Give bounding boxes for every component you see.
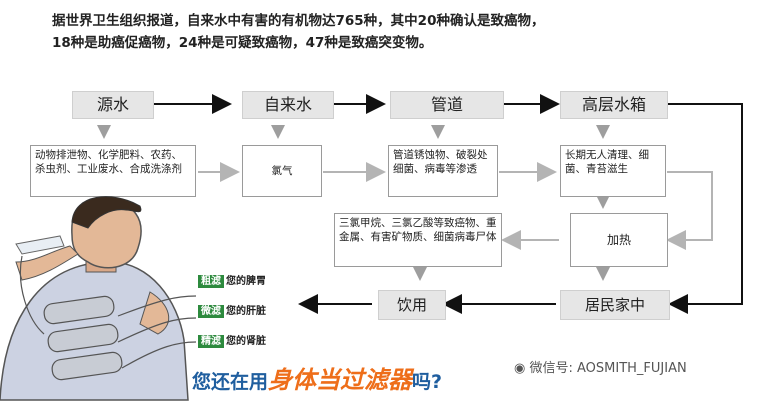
stage-drink: 饮用 [378,290,446,320]
boiling-byproducts: 三氯甲烷、三氯乙酸等致癌物、重金属、有害矿物质、细菌病毒尸体 [334,213,502,267]
intro-line-1: 据世界卫生组织报道，自来水中有害的有机物达765种，其中20种确认是致癌物， [52,13,545,29]
slogan-post: 吗? [412,371,443,393]
stage-pipe: 管道 [390,91,504,119]
filter-level-micro: 微滤 [198,305,224,318]
intro-text: 据世界卫生组织报道，自来水中有害的有机物达765种，其中20种确认是致癌物， 1… [52,10,752,54]
tank-pollutants: 长期无人清理、细菌、青苔滋生 [560,145,666,197]
stage-rooftop-tank: 高层水箱 [560,91,668,119]
slogan: 您还在用身体当过滤器吗? [192,360,442,395]
filter-organ-coarse: 您的脾胃 [226,276,266,287]
stage-tap-water: 自来水 [242,91,334,119]
filter-organ-micro: 您的肝脏 [226,306,266,317]
filter-tag-micro: 微滤您的肝脏 [198,302,266,318]
filter-tag-coarse: 粗滤您的脾胃 [198,272,266,288]
slogan-pre: 您还在用 [192,371,269,393]
tap-pollutants: 氯气 [242,145,322,197]
filter-level-coarse: 粗滤 [198,275,224,288]
wechat-watermark: ◉ 微信号: AOSMITH_FUJIAN [514,357,687,376]
pipe-pollutants: 管道锈蚀物、破裂处细菌、病毒等渗透 [388,145,498,197]
source-pollutants: 动物排泄物、化学肥料、农药、杀虫剂、工业废水、合成洗涤剂 [30,145,196,197]
filter-organ-fine: 您的肾脏 [226,336,266,347]
stage-source: 源水 [72,91,154,119]
filter-level-fine: 精滤 [198,335,224,348]
stage-home: 居民家中 [560,290,670,320]
slogan-highlight: 身体当过滤器 [268,366,413,394]
intro-line-2: 18种是助癌促癌物，24种是可疑致癌物，47种是致癌突变物。 [52,35,433,51]
wechat-icon: ◉ [514,361,526,376]
heating-box: 加热 [570,213,668,267]
wechat-id: 微信号: AOSMITH_FUJIAN [529,361,687,376]
down-triangles [97,125,610,281]
arrow-tank-to-home [667,103,743,314]
filter-tag-fine: 精滤您的肾脏 [198,332,266,348]
